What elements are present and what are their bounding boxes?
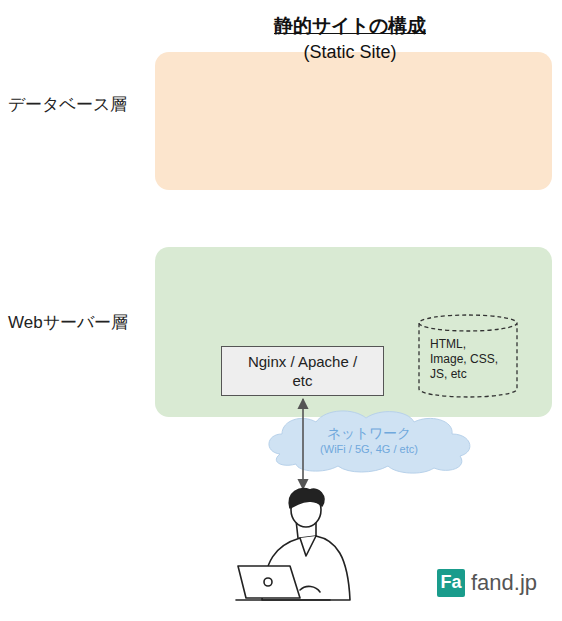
diagram-title: 静的サイトの構成 <box>0 13 562 39</box>
cylinder-path <box>419 315 517 397</box>
network-cloud-text: ネットワーク <box>327 424 411 442</box>
layer-band: Webサーバー層Nginx / Apache / etcHTML, Image,… <box>155 247 552 417</box>
server-box-text: Nginx / Apache / etc <box>238 352 368 390</box>
logo-mark <box>437 569 465 597</box>
network-cloud: ネットワーク(WiFi / 5G, 4G / etc) <box>262 408 476 472</box>
cloud-path <box>269 411 470 473</box>
subtitle: (Static Site) <box>0 42 562 63</box>
layer-band-text: Webサーバー層 <box>8 311 128 334</box>
layer-band-text: データベース層 <box>8 93 127 116</box>
logo-text: Fa <box>437 572 465 593</box>
layer-band: データベース層 <box>155 52 552 190</box>
storage-cylinder: HTML, Image, CSS, JS, etc <box>418 315 518 397</box>
storage-cylinder-text: HTML, Image, CSS, JS, etc <box>430 337 500 382</box>
network-arrow <box>302 399 304 489</box>
network-cloud-text: (WiFi / 5G, 4G / etc) <box>320 442 418 457</box>
person-illustration <box>236 489 350 600</box>
watermark: fand.jp <box>471 570 561 596</box>
server-box: Nginx / Apache / etc <box>221 346 384 396</box>
